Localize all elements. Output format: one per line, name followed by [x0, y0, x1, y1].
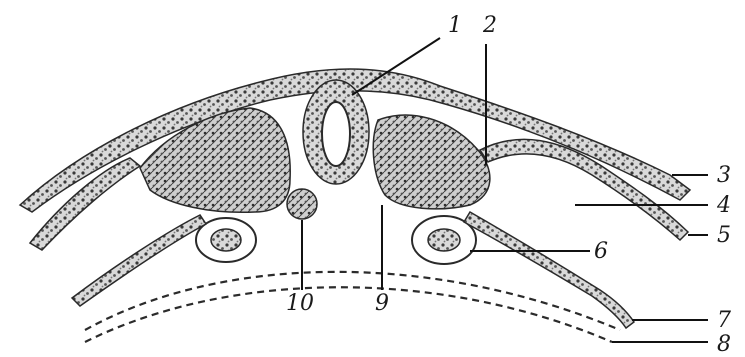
right-somite	[372, 114, 491, 210]
right-splanchnic-mesoderm	[462, 210, 636, 330]
endoderm-layer-7	[84, 270, 621, 332]
left-lateral-fold	[28, 157, 142, 251]
right-somatic-mesoderm	[478, 138, 690, 242]
left-somite	[139, 107, 291, 214]
left-lower-mesoderm	[70, 214, 208, 307]
right-vessel-content	[427, 228, 461, 252]
left-vessel-content	[210, 228, 242, 252]
neural-canal	[321, 101, 351, 167]
label-5: 5	[717, 223, 731, 248]
ectoderm-outer-layer	[18, 68, 692, 213]
label-4: 4	[716, 193, 731, 218]
notochord	[286, 188, 318, 220]
label-1: 1	[448, 13, 462, 38]
label-3: 3	[717, 163, 731, 188]
label-8: 8	[717, 332, 731, 357]
label-2: 2	[482, 13, 497, 38]
leader-line-1	[351, 37, 441, 96]
label-6: 6	[594, 239, 608, 264]
label-7: 7	[717, 308, 731, 333]
label-9: 9	[375, 291, 389, 316]
label-10: 10	[286, 291, 314, 316]
